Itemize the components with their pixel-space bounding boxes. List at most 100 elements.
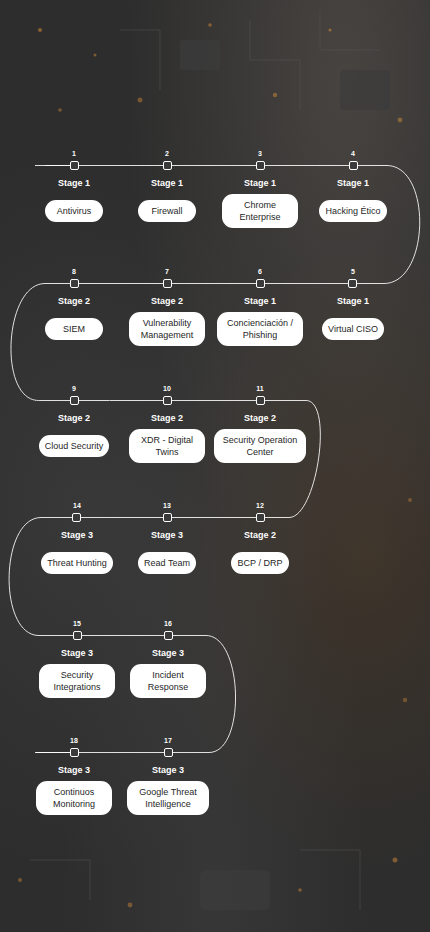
step-pill: Chrome Enterprise (222, 194, 298, 228)
stage-label: Stage 2 (129, 412, 205, 424)
step-number: 17 (127, 736, 209, 746)
pill-row: BCP / DRP (231, 541, 289, 585)
step-marker (256, 513, 265, 522)
pill-row: Antivirus (45, 189, 103, 233)
stage-label: Stage 2 (45, 295, 103, 307)
stage-label: Stage 2 (39, 412, 110, 424)
step-pill: Concienciación / Phishing (217, 312, 303, 346)
step-pill: Google Threat Intelligence (127, 781, 209, 815)
timeline-connector (206, 636, 236, 753)
step-number: 5 (322, 267, 384, 277)
pill-row: Security Operation Center (214, 424, 306, 468)
timeline-connector (109, 400, 129, 401)
step-number: 18 (36, 736, 112, 746)
step-pill: Threat Hunting (41, 552, 113, 574)
bokeh-dot (18, 878, 22, 882)
step-marker (163, 279, 172, 288)
pill-row: Firewall (138, 189, 196, 233)
pill-row: XDR - Digital Twins (129, 424, 205, 468)
timeline-step: 13Stage 3 Read Team (138, 501, 196, 585)
circuit-trace (120, 30, 160, 90)
circuit-trace (320, 10, 380, 50)
step-marker (164, 631, 173, 640)
step-number: 2 (138, 149, 196, 159)
timeline-connector (384, 166, 420, 284)
step-marker (164, 748, 173, 757)
pill-row: Chrome Enterprise (222, 189, 298, 233)
stage-label: Stage 3 (36, 764, 112, 776)
timeline-step: 4Stage 1Hacking Ético (319, 149, 386, 233)
chip-shape (340, 70, 390, 110)
stage-label: Stage 2 (214, 412, 306, 424)
timeline-step: 16Stage 3Incident Response (130, 619, 206, 703)
stage-label: Stage 3 (41, 529, 113, 541)
bokeh-dot (273, 93, 277, 97)
step-pill: Continuos Monitoring (36, 781, 112, 815)
step-pill: SIEM (45, 318, 103, 340)
step-pill: Firewall (138, 200, 196, 222)
step-marker (73, 631, 82, 640)
step-marker (256, 279, 265, 288)
step-pill: Hacking Ético (319, 200, 386, 222)
step-pill: Read Team (138, 552, 196, 574)
step-marker (163, 513, 172, 522)
bokeh-dot (328, 28, 331, 31)
step-marker (70, 396, 79, 405)
step-number: 4 (319, 149, 386, 159)
bokeh-dot (408, 498, 412, 502)
timeline-step: 1Stage 1Antivirus (45, 149, 103, 233)
stage-label: Stage 3 (130, 647, 206, 659)
timeline-connector (112, 752, 127, 753)
step-marker (163, 161, 172, 170)
step-marker (256, 161, 265, 170)
pill-row: Cloud Security (39, 424, 110, 468)
timeline-connector (196, 165, 222, 166)
step-pill: Security Integrations (39, 664, 115, 698)
timeline-step: 14Stage 3Threat Hunting (41, 501, 113, 585)
step-number: 6 (217, 267, 303, 277)
timeline-step: 10Stage 2XDR - Digital Twins (129, 384, 205, 468)
step-number: 8 (45, 267, 103, 277)
pill-row: Continuos Monitoring (36, 776, 112, 820)
timeline-step: 3Stage 1Chrome Enterprise (222, 149, 298, 233)
chip-shape (180, 40, 220, 70)
step-number: 3 (222, 149, 298, 159)
stage-label: Stage 2 (231, 529, 289, 541)
stage-label: Stage 3 (138, 529, 196, 541)
timeline-connector (103, 165, 138, 166)
pill-row: SIEM (45, 307, 103, 351)
step-number: 12 (231, 501, 289, 511)
pill-row: Incident Response (130, 659, 206, 703)
stage-label: Stage 1 (138, 177, 196, 189)
step-marker (72, 513, 81, 522)
step-pill: Security Operation Center (214, 429, 306, 463)
pill-row: Read Team (138, 541, 196, 585)
step-pill: XDR - Digital Twins (129, 429, 205, 463)
step-marker (256, 396, 265, 405)
step-marker (349, 161, 358, 170)
pill-row: Hacking Ético (319, 189, 386, 233)
step-marker (70, 748, 79, 757)
step-number: 7 (129, 267, 205, 277)
timeline-connector (205, 283, 217, 284)
bokeh-dot (208, 23, 212, 27)
bokeh-dot (393, 858, 398, 863)
step-number: 16 (130, 619, 206, 629)
step-pill: BCP / DRP (231, 552, 289, 574)
timeline-step: 11Stage 2 Security Operation Center (214, 384, 306, 468)
bokeh-dot (128, 903, 133, 908)
step-number: 11 (214, 384, 306, 394)
circuit-trace (300, 850, 360, 910)
pill-row: Threat Hunting (41, 541, 113, 585)
step-number: 13 (138, 501, 196, 511)
timeline-step: 5Stage 1Virtual CISO (322, 267, 384, 351)
timeline-step: 6Stage 1Concienciación / Phishing (217, 267, 303, 351)
step-number: 9 (39, 384, 110, 394)
step-marker (348, 279, 357, 288)
timeline-connector (196, 517, 231, 518)
timeline-connector (205, 400, 214, 401)
stage-label: Stage 1 (322, 295, 384, 307)
timeline-connector (113, 517, 138, 518)
timeline-step: 7Stage 2Vulnerability Management (129, 267, 205, 351)
